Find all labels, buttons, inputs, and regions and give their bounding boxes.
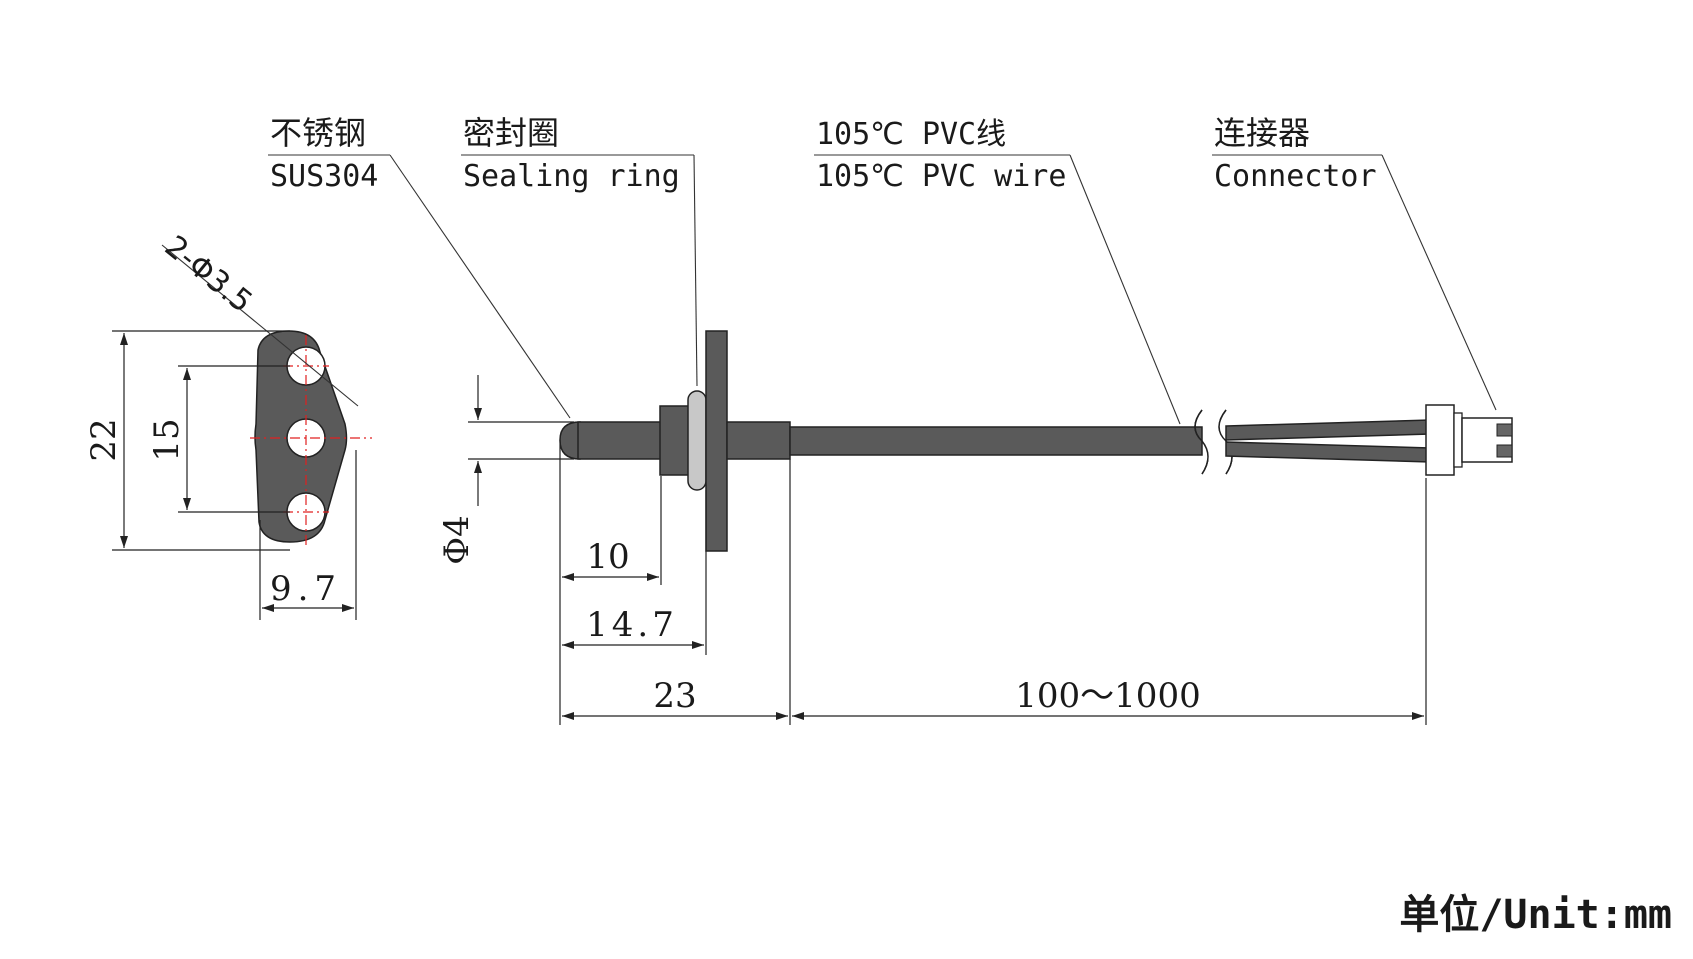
wire-label-cn: 105℃ PVC线	[816, 117, 1006, 152]
probe-view: Φ4 10 14.7 23 100～1000	[437, 330, 1513, 725]
probe-tip	[559, 421, 581, 460]
flange-edge	[705, 330, 728, 552]
connector-pin-1	[1496, 423, 1513, 437]
wire-label-en: 105℃ PVC wire	[816, 159, 1066, 194]
steel-label-en: SUS304	[270, 159, 378, 194]
wire-lower	[1225, 441, 1431, 463]
wire-upper	[1225, 419, 1431, 441]
diameter-dim: Φ4	[437, 515, 477, 565]
connector-label-cn: 连接器	[1214, 114, 1310, 152]
unit-label: 单位/Unit:mm	[1399, 892, 1672, 938]
hole-spacing-dim: 15	[147, 418, 187, 461]
width-dim: 9.7	[270, 569, 342, 609]
seal-label-cn: 密封圈	[463, 114, 559, 152]
holes-dim: 2-Φ3.5	[158, 229, 259, 320]
callouts: 不锈钢 SUS304 密封圈 Sealing ring 105℃ PVC线 10…	[268, 114, 1497, 425]
sealing-ring	[687, 390, 707, 491]
cable	[789, 426, 1203, 456]
probe-length-dim: 23	[653, 676, 696, 716]
height-dim: 22	[84, 418, 124, 461]
cable-length-dim: 100～1000	[1015, 676, 1200, 716]
flange-view: 2-Φ3.5 22 15 9.7	[84, 229, 372, 620]
seal-label-en: Sealing ring	[463, 159, 680, 194]
tip-length-dim: 10	[586, 537, 629, 577]
connector-body	[1425, 404, 1455, 476]
connector-label-en: Connector	[1214, 159, 1377, 194]
probe-body	[577, 421, 662, 460]
connector-pin-2	[1496, 444, 1513, 458]
svg-text:2-Φ3.5: 2-Φ3.5	[158, 229, 259, 320]
probe-rear	[726, 421, 791, 460]
flange-position-dim: 14.7	[586, 605, 678, 645]
steel-label-cn: 不锈钢	[270, 114, 366, 152]
